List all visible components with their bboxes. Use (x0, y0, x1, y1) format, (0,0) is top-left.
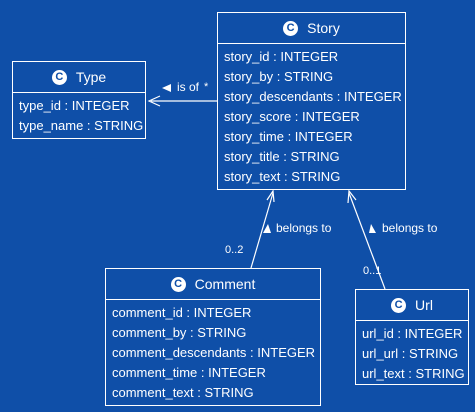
class-header: C Type (13, 62, 145, 93)
multiplicity-story-type: * (204, 81, 209, 93)
attribute: comment_descendants : INTEGER (112, 345, 316, 360)
class-header: C Story (218, 13, 405, 44)
class-type[interactable]: C Type type_id : INTEGER type_name : STR… (12, 61, 146, 139)
class-header: C Url (356, 290, 468, 321)
attribute: comment_id : INTEGER (112, 305, 252, 320)
class-c-icon: C (283, 20, 299, 36)
label-direction-icon (263, 224, 271, 233)
class-story[interactable]: C Story story_id : INTEGER story_by : ST… (217, 12, 406, 190)
relation-label-story-type: is of (177, 80, 200, 94)
attribute: comment_by : STRING (112, 325, 247, 340)
attribute: type_id : INTEGER (19, 98, 130, 113)
attribute: story_title : STRING (224, 149, 340, 164)
attribute: story_id : INTEGER (224, 49, 339, 64)
class-c-icon: C (391, 297, 407, 313)
attribute: url_text : STRING (362, 366, 465, 381)
class-name: Type (75, 69, 107, 85)
arrowhead-story-from-url (347, 189, 357, 204)
edge-comment-story (250, 192, 274, 269)
attribute: story_score : INTEGER (224, 109, 360, 124)
attribute-list: story_id : INTEGER story_by : STRING sto… (218, 44, 405, 187)
attribute-list: comment_id : INTEGER comment_by : STRING… (106, 300, 320, 403)
attribute: story_by : STRING (224, 69, 334, 84)
attribute-list: type_id : INTEGER type_name : STRING (13, 93, 145, 136)
attribute: type_name : STRING (19, 118, 144, 133)
class-name: Story (307, 20, 340, 36)
attribute: comment_time : INTEGER (112, 365, 266, 380)
arrowhead-story-from-comment (266, 189, 275, 203)
label-direction-icon (369, 224, 376, 233)
class-name: Url (415, 297, 433, 313)
class-name: Comment (194, 276, 256, 292)
multiplicity-comment-story: 0..2 (225, 244, 244, 256)
class-url[interactable]: C Url url_id : INTEGER url_url : STRING … (355, 289, 469, 385)
attribute: story_descendants : INTEGER (224, 89, 402, 104)
relation-label-url-story: belongs to (382, 221, 438, 235)
class-c-icon: C (170, 276, 186, 292)
label-direction-icon (162, 84, 171, 92)
arrowhead-type (147, 95, 161, 107)
attribute: comment_text : STRING (112, 385, 254, 400)
attribute: story_time : INTEGER (224, 129, 353, 144)
attribute: story_text : STRING (224, 169, 341, 184)
class-c-icon: C (51, 69, 67, 85)
class-header: C Comment (106, 269, 320, 300)
class-comment[interactable]: C Comment comment_id : INTEGER comment_b… (105, 268, 321, 406)
attribute: url_id : INTEGER (362, 326, 463, 341)
relation-label-comment-story: belongs to (276, 221, 332, 235)
edge-url-story (348, 192, 386, 290)
multiplicity-url-story: 0..1 (363, 265, 382, 277)
attribute: url_url : STRING (362, 346, 459, 361)
attribute-list: url_id : INTEGER url_url : STRING url_te… (356, 321, 468, 384)
